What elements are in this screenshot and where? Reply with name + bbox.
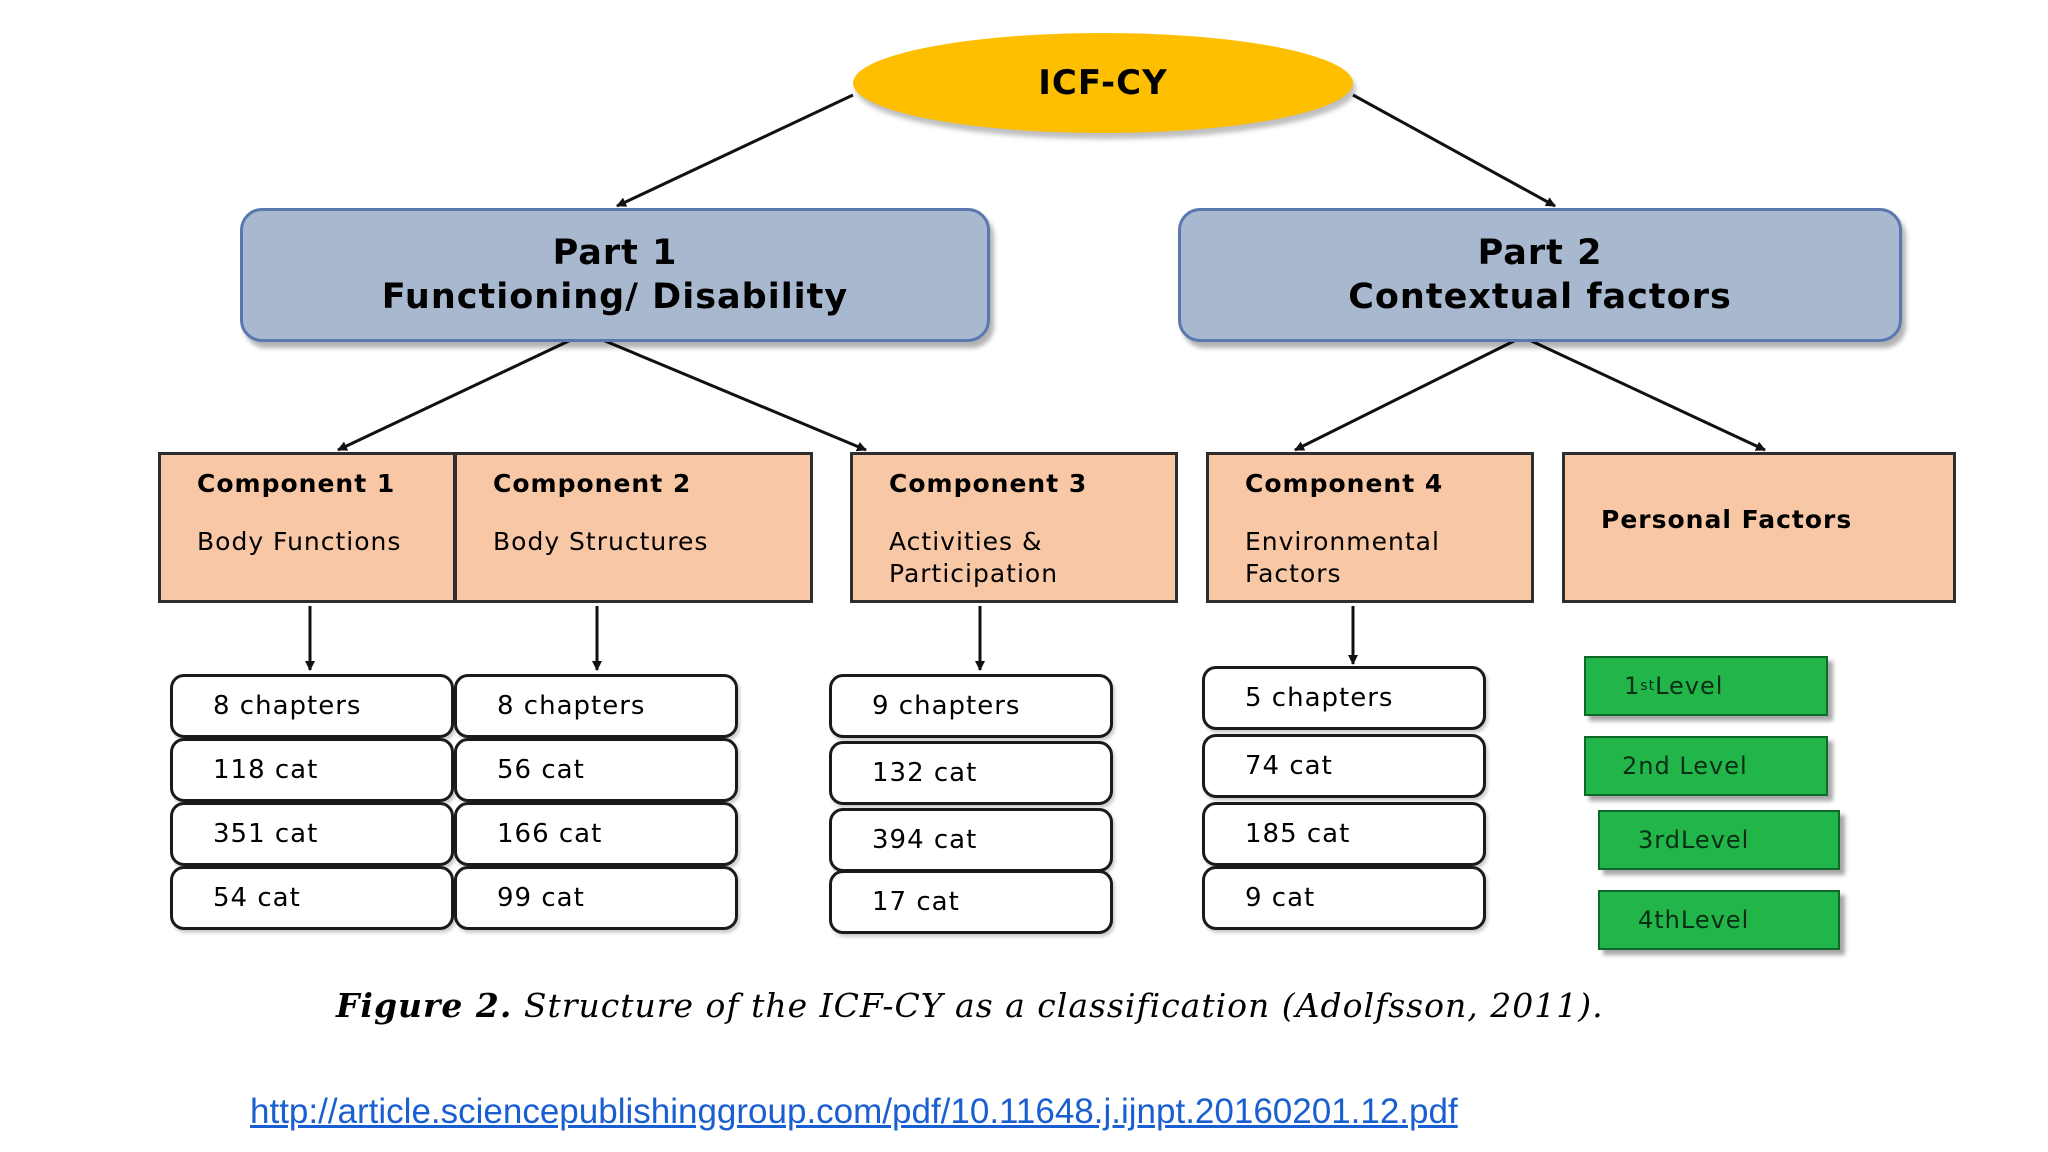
level-2-badge: 2nd Level [1584, 736, 1828, 796]
cell-text: 9 chapters [872, 691, 1021, 721]
component-2-node: Component 2 Body Structures [454, 452, 813, 603]
component-4-node: Component 4 Environmental Factors [1206, 452, 1534, 603]
part-2-subtitle: Contextual factors [1348, 277, 1732, 317]
cell-text: 8 chapters [213, 691, 362, 721]
personal-factors-node: Personal Factors [1562, 452, 1956, 603]
connector-part2-component4 [1294, 336, 1521, 452]
component-3-title: Component 3 [889, 469, 1088, 498]
column-3-cell: 394 cat [829, 808, 1113, 872]
part-2-title: Part 2 [1477, 233, 1603, 273]
cell-text: 351 cat [213, 819, 319, 849]
component-4-title: Component 4 [1245, 469, 1444, 498]
component-2-description: Body Structures [493, 527, 709, 556]
figure-caption-label: Figure 2. [336, 986, 513, 1025]
column-1-cell: 118 cat [170, 738, 454, 802]
part-1-subtitle: Functioning/ Disability [381, 277, 849, 317]
cell-text: 166 cat [497, 819, 603, 849]
connector-root-part1 [616, 93, 854, 208]
part-1-node: Part 1 Functioning/ Disability [240, 208, 990, 342]
column-2-cell: 8 chapters [454, 674, 738, 738]
part-1-title: Part 1 [552, 233, 678, 273]
component-1-title: Component 1 [197, 469, 396, 498]
column-2-cell: 99 cat [454, 866, 738, 930]
cell-text: 394 cat [872, 825, 978, 855]
level-3-badge: 3rdLevel [1598, 810, 1840, 870]
column-4-cell: 185 cat [1202, 802, 1486, 866]
column-1-cell: 351 cat [170, 802, 454, 866]
column-3-cell: 9 chapters [829, 674, 1113, 738]
level-1-number: 1 [1624, 672, 1641, 700]
column-4-cell: 5 chapters [1202, 666, 1486, 730]
component-4-description: Environmental Factors [1245, 527, 1440, 588]
component-3-node: Component 3 Activities & Participation [850, 452, 1178, 603]
cell-text: 54 cat [213, 883, 301, 913]
connector-root-part2 [1352, 93, 1556, 208]
root-node: ICF-CY [853, 33, 1353, 133]
personal-factors-title: Personal Factors [1601, 505, 1853, 534]
cell-text: 56 cat [497, 755, 585, 785]
source-link[interactable]: http://article.sciencepublishinggroup.co… [250, 1092, 1458, 1131]
cell-text: 99 cat [497, 883, 585, 913]
root-label: ICF-CY [1038, 63, 1168, 103]
column-4-cell: 9 cat [1202, 866, 1486, 930]
cell-text: 17 cat [872, 887, 960, 917]
column-4-cell: 74 cat [1202, 734, 1486, 798]
figure-caption: Figure 2. Structure of the ICF-CY as a c… [336, 986, 1604, 1025]
connector-part2-personal [1524, 336, 1766, 452]
column-3-cell: 17 cat [829, 870, 1113, 934]
component-2-title: Component 2 [493, 469, 692, 498]
level-4-badge: 4thLevel [1598, 890, 1840, 950]
column-1-cell: 54 cat [170, 866, 454, 930]
cell-text: 185 cat [1245, 819, 1351, 849]
level-1-ordinal: st [1640, 678, 1656, 694]
cell-text: 8 chapters [497, 691, 646, 721]
figure-caption-text: Structure of the ICF-CY as a classificat… [523, 986, 1604, 1025]
part-2-node: Part 2 Contextual factors [1178, 208, 1902, 342]
component-3-description: Activities & Participation [889, 527, 1059, 588]
level-1-label: Level [1655, 672, 1724, 700]
level-2-label: 2nd Level [1622, 752, 1748, 780]
cell-text: 118 cat [213, 755, 319, 785]
connector-part1-component3 [597, 336, 867, 452]
column-1-cell: 8 chapters [170, 674, 454, 738]
level-4-label: 4thLevel [1638, 906, 1750, 934]
column-3-cell: 132 cat [829, 741, 1113, 805]
cell-text: 9 cat [1245, 883, 1316, 913]
column-2-cell: 56 cat [454, 738, 738, 802]
level-3-label: 3rdLevel [1638, 826, 1750, 854]
connector-part1-component1 [337, 336, 576, 452]
component-1-description: Body Functions [197, 527, 402, 556]
cell-text: 74 cat [1245, 751, 1333, 781]
component-1-node: Component 1 Body Functions [158, 452, 456, 603]
cell-text: 132 cat [872, 758, 978, 788]
cell-text: 5 chapters [1245, 683, 1394, 713]
column-2-cell: 166 cat [454, 802, 738, 866]
